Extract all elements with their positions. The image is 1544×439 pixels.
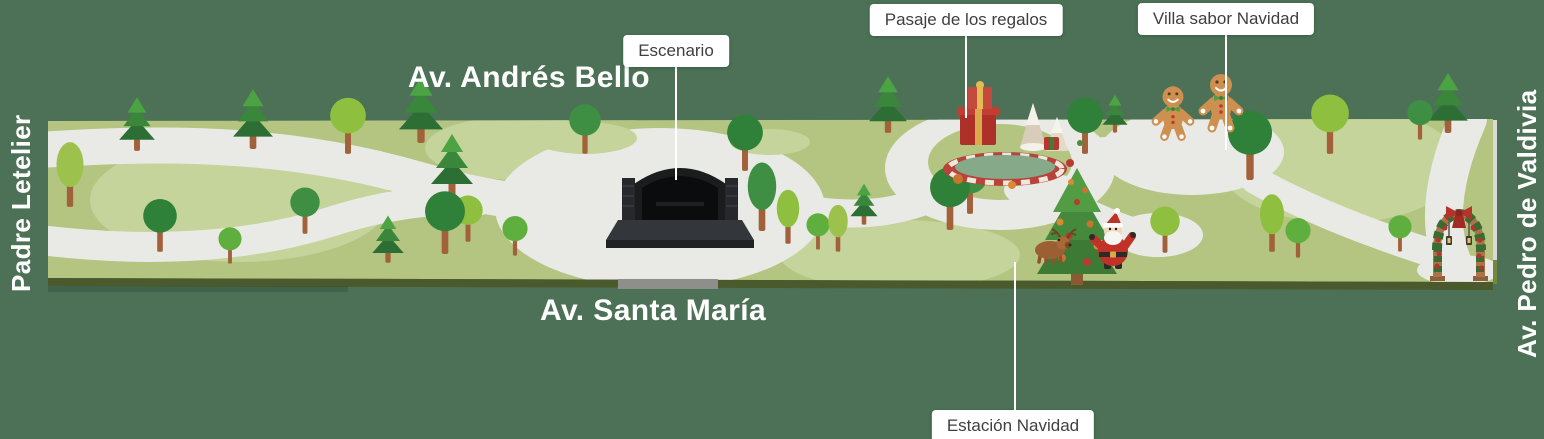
round-tree — [1407, 100, 1433, 140]
reindeer — [1035, 228, 1077, 265]
trees — [56, 73, 1468, 264]
round-tree — [218, 227, 242, 264]
street-label-padre-letelier: Padre Letelier — [6, 114, 36, 292]
street-label-av-andres-bello: Av. Andrés Bello — [408, 61, 651, 94]
callout-pasaje-regalos: Pasaje de los regalos — [869, 4, 1063, 36]
pine-tree — [119, 97, 155, 151]
christmas-arch — [1430, 206, 1488, 281]
round-tree — [776, 189, 800, 244]
round-tree — [1388, 215, 1412, 252]
round-tree — [330, 97, 366, 154]
pine-tree — [431, 134, 473, 197]
round-tree — [425, 191, 465, 254]
pine-tree — [869, 76, 907, 133]
round-tree — [747, 162, 777, 231]
pine-tree — [1102, 94, 1128, 133]
christmas-station — [1035, 168, 1136, 285]
round-tree — [1227, 110, 1273, 181]
round-tree — [569, 104, 601, 154]
park-slab-edge — [48, 120, 1497, 292]
round-tree — [1311, 94, 1349, 154]
round-tree — [1260, 194, 1284, 252]
pasaje-regalos-leader-line — [965, 36, 967, 118]
gift-passage — [943, 81, 1083, 189]
round-tree — [143, 199, 177, 252]
santa-claus — [1089, 208, 1136, 269]
pine-tree — [850, 183, 878, 225]
round-tree — [727, 114, 763, 171]
round-tree — [828, 204, 848, 252]
street-label-av-pedro-de-valdivia: Av. Pedro de Valdivia — [1512, 89, 1542, 358]
round-tree — [806, 213, 830, 250]
round-tree — [1067, 97, 1103, 154]
pine-tree — [1428, 73, 1468, 133]
street-label-av-santa-maria: Av. Santa María — [540, 294, 767, 327]
gingerbread-men — [1151, 74, 1244, 141]
round-tree — [1285, 218, 1311, 258]
escenario-leader-line — [675, 66, 677, 180]
round-tree — [290, 187, 320, 234]
pine-tree — [372, 215, 404, 263]
round-tree — [502, 216, 528, 256]
callout-estacion-navidad: Estación Navidad — [931, 410, 1095, 439]
estacion-navidad-leader-line — [1014, 262, 1016, 410]
pine-tree — [398, 76, 444, 144]
stage-structure — [606, 168, 754, 248]
round-tree — [56, 142, 84, 207]
pine-tree — [233, 89, 273, 149]
villa-sabor-leader-line — [1225, 31, 1227, 150]
callout-villa-sabor-navidad: Villa sabor Navidad — [1137, 3, 1315, 35]
callout-escenario: Escenario — [623, 35, 729, 67]
round-tree — [1150, 206, 1180, 253]
